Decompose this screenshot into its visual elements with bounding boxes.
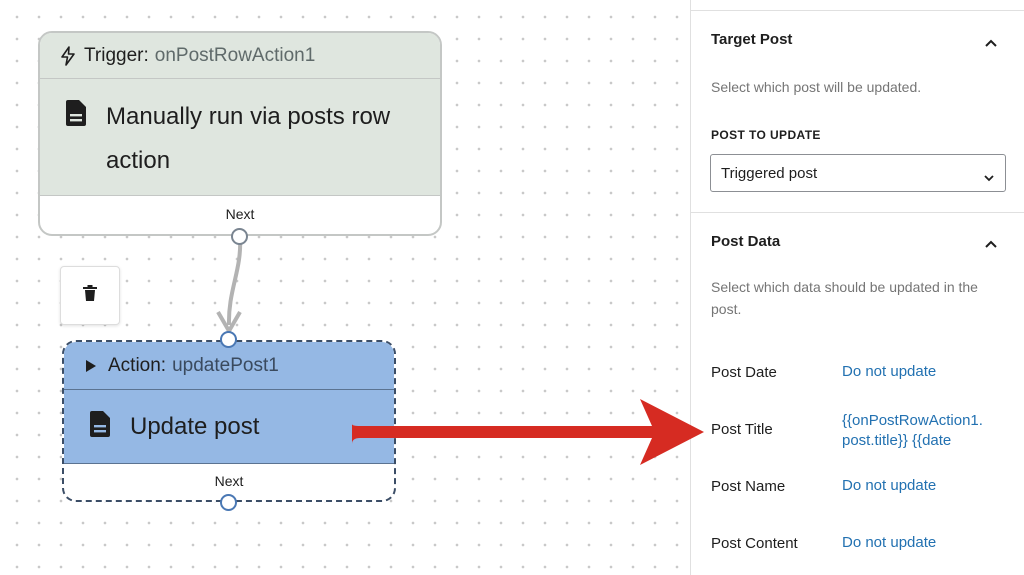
action-id: updatePost1 [172, 354, 279, 376]
action-description: Update post [130, 412, 260, 440]
delete-node-button[interactable] [60, 266, 120, 325]
action-input-handle[interactable] [220, 331, 237, 348]
divider [691, 212, 1024, 213]
post-name-label: Post Name [711, 478, 786, 495]
trigger-description: Manually run via posts row action [106, 103, 391, 174]
chevron-up-icon[interactable] [984, 35, 998, 47]
document-icon [88, 410, 112, 443]
action-body: Update post [64, 390, 394, 464]
action-output-handle[interactable] [220, 494, 237, 511]
trigger-header: Trigger: onPostRowAction1 [40, 33, 440, 79]
workflow-canvas[interactable]: Trigger: onPostRowAction1 Manually run v… [0, 0, 690, 575]
post-name-value-link[interactable]: Do not update [842, 477, 937, 494]
trigger-output-handle[interactable] [231, 228, 248, 245]
post-data-description: Select which data should be updated in t… [711, 279, 978, 317]
divider [691, 10, 1024, 11]
action-next-label: Next [214, 473, 244, 489]
action-node[interactable]: Action: updatePost1 Update post Next [62, 340, 396, 502]
post-title-value-link[interactable]: {{onPostRowAction1. post.title}} {{date [842, 412, 983, 449]
post-content-label: Post Content [711, 535, 798, 552]
target-post-description: Select which post will be updated. [711, 79, 922, 95]
target-post-toggle[interactable]: Target Post [711, 31, 793, 48]
post-date-value-link[interactable]: Do not update [842, 363, 937, 380]
document-icon [64, 99, 88, 132]
post-to-update-label: POST TO UPDATE [711, 128, 821, 142]
select-value: Triggered post [721, 164, 818, 182]
trigger-keyword: Trigger: [84, 44, 149, 66]
chevron-up-icon[interactable] [984, 236, 998, 248]
trigger-id: onPostRowAction1 [154, 44, 316, 66]
trigger-node[interactable]: Trigger: onPostRowAction1 Manually run v… [38, 31, 442, 236]
settings-panel: Target Post Select which post will be up… [690, 0, 1024, 575]
trash-icon [82, 284, 98, 307]
chevron-down-icon [983, 169, 995, 186]
post-date-label: Post Date [711, 364, 777, 381]
bolt-icon [60, 45, 78, 67]
trigger-body: Manually run via posts row action [40, 79, 440, 196]
play-icon [84, 355, 102, 377]
trigger-next-label: Next [225, 206, 255, 222]
action-keyword: Action: [108, 354, 167, 376]
action-header: Action: updatePost1 [64, 342, 394, 390]
post-title-label: Post Title [711, 421, 773, 438]
post-to-update-select[interactable]: Triggered post [710, 154, 1006, 192]
post-content-value-link[interactable]: Do not update [842, 534, 937, 551]
post-data-toggle[interactable]: Post Data [711, 233, 781, 250]
